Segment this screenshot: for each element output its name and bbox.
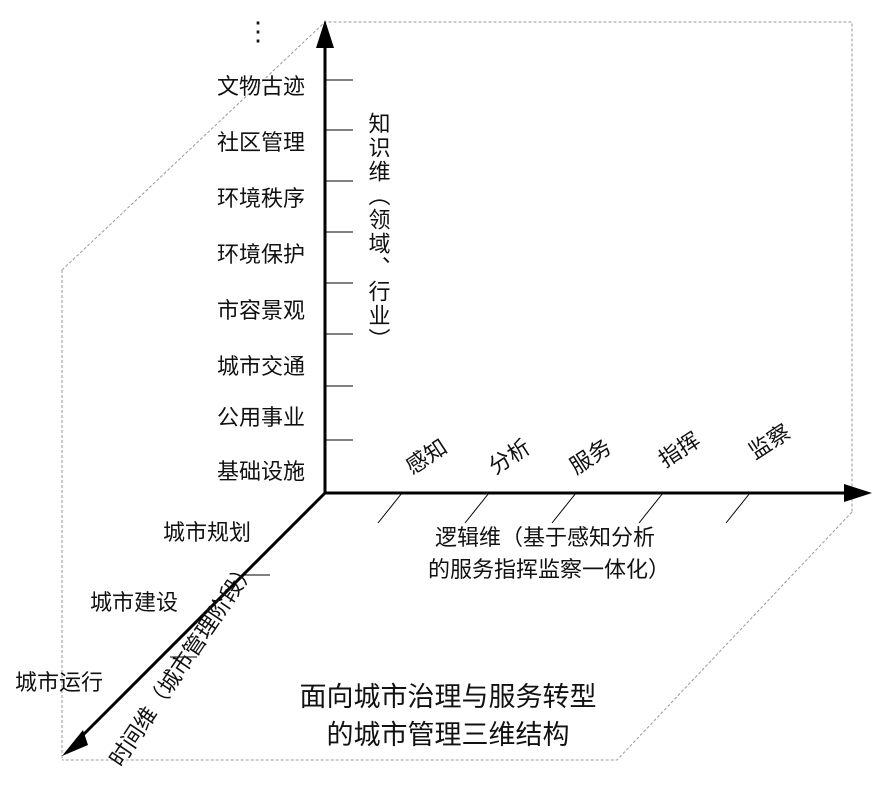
frame-front-edge <box>62 511 853 761</box>
logic-item: 指挥 <box>655 428 706 473</box>
logic-axis-label-line: 逻辑维（基于感知分析 <box>435 526 655 551</box>
logic-item: 监察 <box>745 420 796 465</box>
time-axis-line <box>76 491 327 742</box>
time-item: 城市建设 <box>90 591 178 616</box>
diagram-title-line: 面向城市治理与服务转型 <box>300 682 597 713</box>
tick-mark <box>551 492 577 524</box>
tick-mark <box>377 492 403 524</box>
knowledge-axis-more: ⋮ <box>245 17 271 47</box>
time-axis-label: 时间维（城市管理阶段） <box>105 557 261 772</box>
dashed-frame <box>61 21 853 761</box>
knowledge-item: 环境保护 <box>217 243 305 268</box>
logic-axis-ticks <box>377 492 751 524</box>
knowledge-axis-arrow-icon <box>316 20 334 48</box>
knowledge-item: 基础设施 <box>217 460 305 485</box>
knowledge-item: 文物古迹 <box>217 75 305 100</box>
time-axis-arrow-icon <box>62 730 88 756</box>
knowledge-item: 公用事业 <box>217 406 305 431</box>
logic-axis-label-line: 的服务指挥监察一体化） <box>428 558 670 583</box>
frame-top-edge <box>61 21 853 512</box>
time-item: 城市规划 <box>163 521 251 546</box>
knowledge-item: 市容景观 <box>217 299 305 324</box>
time-item: 城市运行 <box>15 671 103 696</box>
tick-mark <box>725 492 751 524</box>
diagram-title-line: 的城市管理三维结构 <box>327 720 570 751</box>
knowledge-axis-label: 知识维（领域、行业） <box>365 112 391 352</box>
time-axis-ticks <box>170 574 270 658</box>
logic-item: 分析 <box>485 435 536 480</box>
knowledge-item: 环境秩序 <box>217 187 305 212</box>
logic-axis-arrow-icon <box>844 484 872 502</box>
logic-item: 服务 <box>566 435 617 480</box>
knowledge-item: 社区管理 <box>217 131 305 156</box>
logic-item: 感知 <box>402 435 453 480</box>
tick-mark <box>464 492 490 524</box>
knowledge-axis-ticks <box>325 79 353 441</box>
knowledge-item: 城市交通 <box>217 355 305 380</box>
tick-mark <box>638 492 664 524</box>
